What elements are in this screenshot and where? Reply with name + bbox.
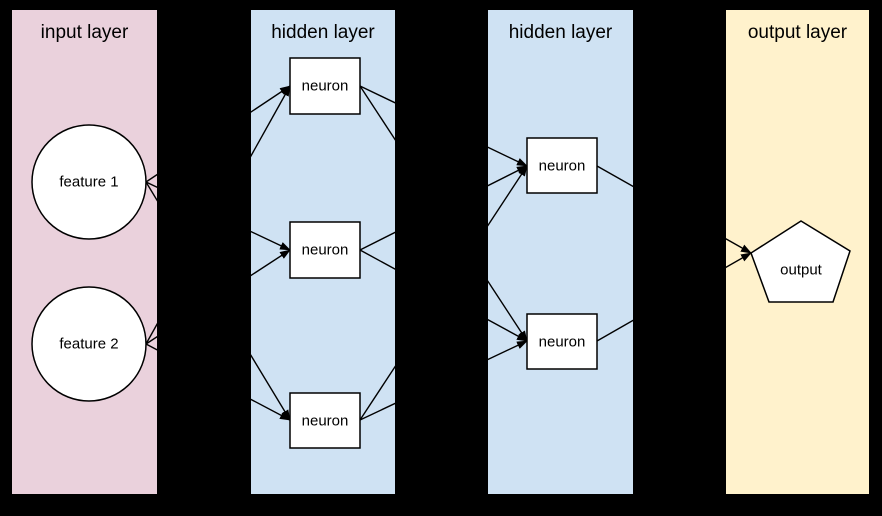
edge-line — [359, 249, 528, 342]
output-node-label: output — [780, 261, 822, 279]
hidden-layer-1-label: hidden layer — [271, 22, 375, 43]
hidden1-neuron-1-node — [289, 57, 361, 115]
feature-1-node — [31, 124, 147, 240]
edge-line — [359, 85, 528, 342]
layer-band-hidden-2: hidden layer — [488, 10, 633, 494]
edge-line — [359, 340, 528, 421]
output-node — [750, 220, 851, 303]
edge-line — [145, 85, 291, 345]
hidden1-neuron-3-label: neuron — [301, 412, 349, 429]
hidden1-neuron-2-node — [289, 221, 361, 279]
feature-2-node — [31, 286, 147, 402]
feature-1-label: feature 1 — [59, 173, 119, 191]
hidden2-neuron-1-label: neuron — [538, 157, 586, 174]
edge-line — [145, 343, 291, 421]
hidden2-neuron-2-label: neuron — [538, 333, 586, 350]
edge-line — [359, 165, 528, 251]
hidden2-neuron-2-node — [526, 313, 598, 370]
hidden1-neuron-1-label: neuron — [301, 77, 349, 95]
edge-line — [145, 181, 291, 421]
node-group — [31, 57, 851, 449]
edge-line — [145, 85, 291, 183]
edge-line — [596, 165, 752, 254]
layer-band-input: input layer — [12, 10, 157, 494]
edge-line — [596, 252, 752, 342]
edge-line — [359, 85, 528, 167]
hidden1-neuron-3-node — [289, 392, 361, 449]
edge-line — [145, 249, 291, 345]
hidden1-neuron-2-label: neuron — [301, 241, 349, 259]
output-layer-label: output layer — [747, 22, 848, 43]
hidden-layer-2-label: hidden layer — [508, 22, 613, 43]
edge-line — [359, 165, 528, 421]
hidden2-neuron-1-node — [526, 137, 598, 194]
input-layer-label: input layer — [40, 22, 129, 43]
feature-2-label: feature 2 — [59, 335, 119, 353]
edge-group — [145, 85, 752, 421]
